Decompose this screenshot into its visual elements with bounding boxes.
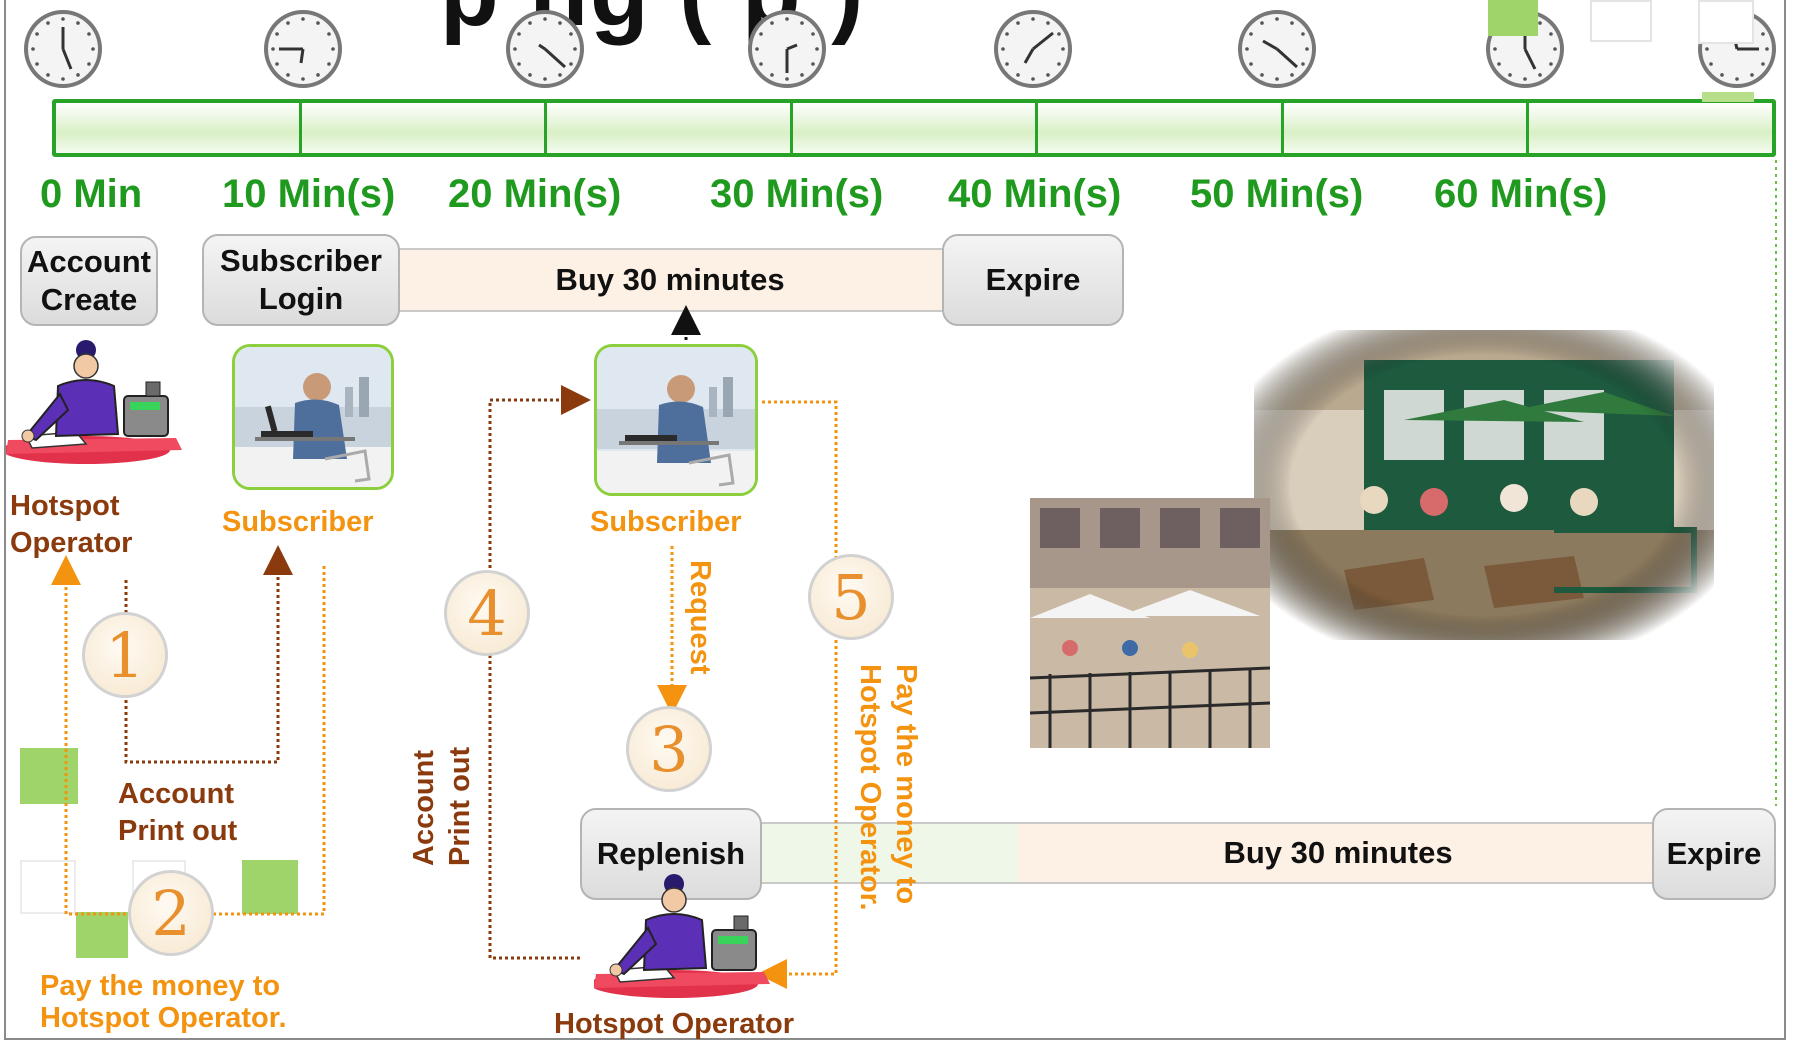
- pay-money-vertical: Pay the money to Hotspot Operator.: [854, 664, 922, 911]
- subscriber-login-box: Subscriber Login: [202, 234, 400, 326]
- cashier-icon: [6, 340, 182, 464]
- deco-square: [20, 748, 78, 804]
- timeline-segment: [56, 103, 302, 153]
- cashier-icon-bottom: [594, 874, 770, 998]
- step-5-circle: 5: [808, 554, 894, 640]
- tick-label: 0 Min: [40, 172, 143, 216]
- timeline-segment: [1038, 103, 1284, 153]
- hotspot-operator-label-bottom: Hotspot Operator: [554, 1008, 795, 1040]
- account-create-label: Account Create: [27, 244, 151, 317]
- step-1-circle: 1: [82, 612, 168, 698]
- expire-label: Expire: [985, 262, 1081, 297]
- subscriber-login-label: Subscriber Login: [220, 243, 382, 316]
- cafe-photo: [1030, 498, 1270, 748]
- deco-square: [1590, 0, 1652, 42]
- cafe-photo: [1254, 330, 1714, 640]
- tick-label: 50 Min(s): [1190, 172, 1364, 216]
- deco-square: [242, 860, 298, 914]
- timeline-segment: [302, 103, 548, 153]
- subscriber-photo-2: [594, 344, 758, 496]
- subscriber-photo: [232, 344, 394, 490]
- tick-label: 60 Min(s): [1434, 172, 1608, 216]
- account-printout-vertical: Account Print out: [408, 746, 476, 866]
- laptop-photo: [235, 347, 391, 487]
- tick-label: 30 Min(s): [710, 172, 884, 216]
- step-2-circle: 2: [128, 870, 214, 956]
- request-label: Request: [684, 560, 716, 675]
- buy-label: Buy 30 minutes: [555, 262, 785, 297]
- account-create-box: Account Create: [20, 236, 158, 326]
- step-4-circle: 4: [444, 570, 530, 656]
- step-1-number: 1: [105, 618, 145, 692]
- account-printout-label: Account Print out: [118, 778, 238, 847]
- buy-30-minutes-bar-bottom: Buy 30 minutes: [1018, 822, 1658, 884]
- pay-money-label: Pay the money to Hotspot Operator.: [40, 970, 287, 1034]
- step5-arrow: [757, 400, 838, 989]
- replenish-label: Replenish: [596, 836, 746, 871]
- laptop-photo: [597, 347, 755, 493]
- expire-box-bottom: Expire: [1652, 808, 1776, 900]
- step4-arrow: [488, 385, 591, 960]
- step-3-number: 3: [649, 712, 689, 786]
- clock-icon: [994, 10, 1072, 88]
- tick-label: 20 Min(s): [448, 172, 622, 216]
- clock-icon: [24, 10, 102, 88]
- expire-box: Expire: [942, 234, 1124, 326]
- tick-label: 10 Min(s): [222, 172, 396, 216]
- deco-square: [20, 860, 76, 914]
- subscriber-label-2: Subscriber: [590, 506, 742, 538]
- tick-label: 40 Min(s): [948, 172, 1122, 216]
- clock-icon: [506, 10, 584, 88]
- deco-square: [1698, 0, 1754, 44]
- green-gap-bar: [756, 822, 1021, 884]
- clock-icon: [748, 10, 826, 88]
- expire-label-bottom: Expire: [1666, 836, 1762, 871]
- deco-square: [76, 912, 128, 958]
- step-3-circle: 3: [626, 706, 712, 792]
- deco-square: [1702, 92, 1754, 102]
- subscriber-label: Subscriber: [222, 506, 374, 538]
- page-border: [4, 0, 1786, 1040]
- deco-square: [1488, 0, 1538, 36]
- buy-label-bottom: Buy 30 minutes: [1223, 835, 1453, 870]
- clock-icon: [1238, 10, 1316, 88]
- step-4-number: 4: [467, 576, 507, 650]
- buy-30-minutes-bar: Buy 30 minutes: [380, 248, 960, 312]
- step-2-number: 2: [151, 876, 191, 950]
- clock-icon: [264, 10, 342, 88]
- operator-label-text: Hotspot Operator: [10, 490, 133, 559]
- timeline-segment: [547, 103, 793, 153]
- step-5-number: 5: [831, 560, 871, 634]
- timeline-segment: [1284, 103, 1530, 153]
- timeline-segment: [793, 103, 1039, 153]
- hotspot-operator-label: Hotspot Operator: [10, 488, 160, 562]
- timeline-bar: [52, 99, 1776, 157]
